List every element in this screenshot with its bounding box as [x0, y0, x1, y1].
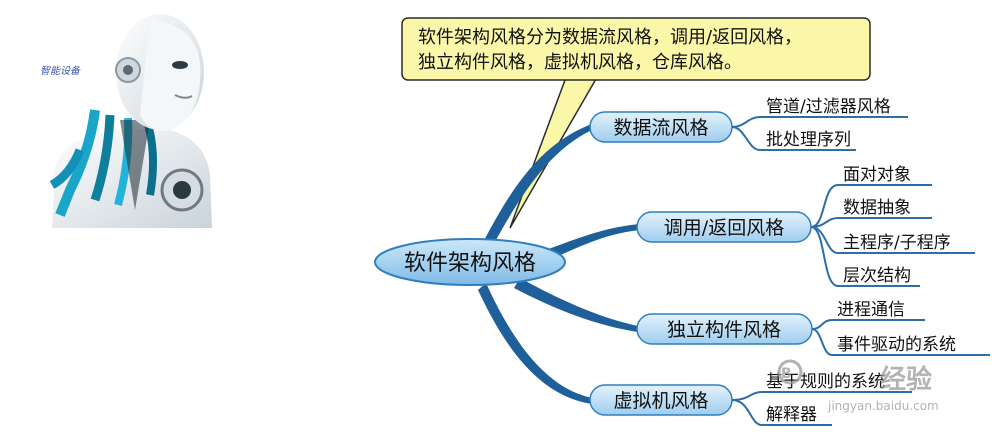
- branch-connector-independent: [514, 278, 638, 332]
- robot-caption: 智能设备: [40, 65, 81, 77]
- watermark-logo-mark: B: [781, 366, 792, 382]
- leaf-process-communication: 进程通信: [837, 300, 905, 320]
- branch-connector-data-flow: [478, 124, 592, 258]
- branch-label-data-flow: 数据流风格: [613, 117, 708, 139]
- leaf-layered: 层次结构: [843, 266, 911, 286]
- center-node-label: 软件架构风格: [404, 251, 536, 276]
- callout-line-2: 独立构件风格，虚拟机风格，仓库风格。: [418, 52, 742, 73]
- branch-node-call-return[interactable]: 调用/返回风格: [636, 211, 812, 243]
- branch-node-virtual-machine[interactable]: 虚拟机风格: [589, 384, 733, 416]
- leaf-object-oriented: 面对对象: [843, 165, 911, 185]
- leaf-data-abstraction: 数据抽象: [843, 198, 911, 218]
- callout-line-1: 软件架构风格分为数据流风格，调用/返回风格，: [418, 27, 802, 48]
- callout-box: 软件架构风格分为数据流风格，调用/返回风格， 独立构件风格，虚拟机风格，仓库风格…: [401, 17, 871, 81]
- branch-connector-call-return: [540, 224, 640, 262]
- branch-label-independent: 独立构件风格: [667, 319, 781, 341]
- leaf-batch-sequence: 批处理序列: [766, 130, 851, 150]
- leaf-rule-based: 基于规则的系统: [766, 372, 885, 392]
- watermark-main: 经验: [880, 364, 932, 395]
- branch-node-data-flow[interactable]: 数据流风格: [589, 111, 733, 143]
- robot-illustration: 智能设备: [40, 14, 212, 228]
- branch-connector-virtual-machine: [478, 283, 592, 404]
- branch-label-virtual-machine: 虚拟机风格: [613, 390, 708, 412]
- center-node[interactable]: 软件架构风格: [374, 238, 566, 286]
- leaf-main-subprogram: 主程序/子程序: [843, 233, 951, 253]
- leaf-interpreter: 解释器: [766, 405, 817, 425]
- leaf-connectors: [731, 116, 990, 426]
- leaf-pipe-filter: 管道/过滤器风格: [766, 97, 891, 117]
- leaf-event-driven: 事件驱动的系统: [837, 335, 956, 355]
- branch-node-independent[interactable]: 独立构件风格: [636, 313, 813, 345]
- watermark: B 经验 jingyan.baidu.com: [777, 359, 939, 413]
- watermark-sub: jingyan.baidu.com: [827, 399, 939, 413]
- branch-label-call-return: 调用/返回风格: [664, 217, 784, 239]
